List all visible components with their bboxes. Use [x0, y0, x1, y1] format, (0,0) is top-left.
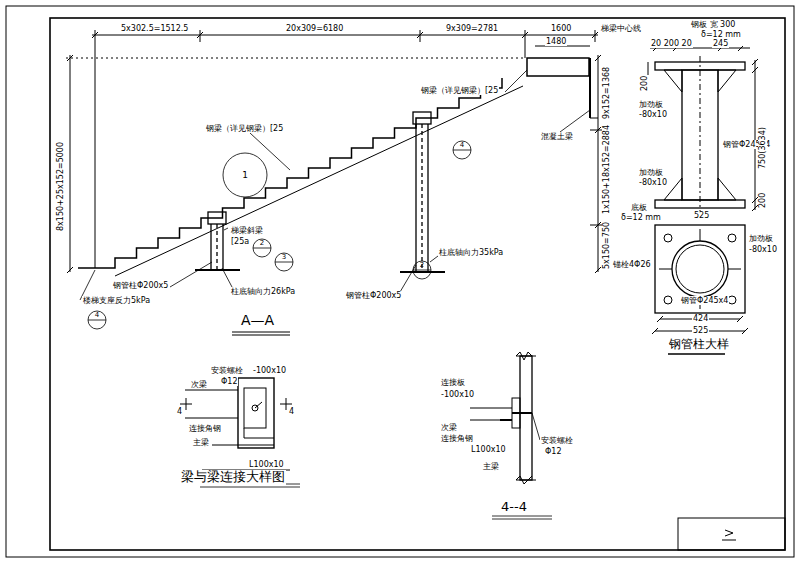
detail-title: 梁与梁连接大样图: [180, 470, 286, 485]
plate-label: 钢板 宽 300: [690, 20, 736, 29]
right-dimension: [590, 55, 602, 273]
member-label: 主梁: [482, 462, 500, 471]
dimension: 750(3634): [758, 126, 767, 170]
callout-number: 2: [259, 239, 265, 247]
load-note: 楼梯支座反力5kPa: [82, 296, 151, 305]
load-note: 柱底轴向力26kPa: [230, 287, 296, 296]
dimension: 200: [758, 192, 767, 209]
member-label: 主梁: [192, 438, 210, 447]
callout-number: 2: [419, 261, 425, 269]
member-label: 钢管柱Φ200x5: [345, 291, 402, 300]
dimension: -80x10: [638, 178, 668, 187]
member-label: 混凝土梁: [540, 132, 574, 141]
dimension: 20x309=6180: [285, 24, 344, 33]
dimension: 5x150=750: [602, 221, 611, 270]
dimension: 9x152=1368: [602, 66, 611, 120]
dimension: -80x10: [638, 110, 668, 119]
dimension: Φ12: [544, 447, 562, 456]
dimension: δ=12 mm: [700, 30, 742, 39]
member-label: 加劲板: [748, 234, 774, 243]
support-wall: [589, 58, 591, 118]
member-label: 梯梁斜梁: [230, 226, 264, 235]
left-dimension: [66, 55, 525, 273]
member-label: 钢管柱Φ200x5: [112, 281, 169, 290]
section-title: A—A: [240, 312, 275, 328]
section-title: 4--4: [500, 500, 528, 515]
load-note: 柱底轴向力35kPa: [438, 248, 504, 257]
dimension: 5x302.5=1512.5: [120, 24, 189, 33]
dimension: 1x150+18x152=2884: [602, 124, 611, 215]
member-label: 连接板: [440, 378, 466, 387]
dimension: 200: [640, 75, 649, 92]
member-label: 连接角钢: [440, 434, 474, 443]
member-label: 锚栓4Φ26: [612, 260, 652, 269]
title-mark: [722, 530, 736, 540]
dimension: 1600: [550, 24, 572, 33]
landing-beam: [527, 58, 589, 76]
dimension: 8x150+25x152=5000: [56, 141, 65, 232]
dimension: 245: [712, 39, 729, 48]
dimension: 525: [693, 211, 710, 220]
detail-title: 钢管柱大样: [668, 338, 730, 352]
member-label: 次梁: [190, 380, 208, 389]
stair-profile: [78, 78, 502, 268]
callout-number: 1: [241, 170, 249, 180]
member-label: 安装螺栓: [540, 436, 574, 445]
dimension: -80x10: [748, 245, 778, 254]
dimension: 424: [692, 314, 709, 323]
stair-stringer: [115, 86, 523, 276]
inner-frame: [50, 18, 785, 550]
dimension: 20 200 20: [650, 39, 693, 48]
callout-number: 4: [94, 311, 100, 319]
member-label: 安装螺栓: [210, 366, 244, 375]
member-label: 底板: [630, 203, 648, 212]
member-label: 连接角钢: [188, 424, 222, 433]
title-block: [678, 518, 785, 550]
top-dimension: [92, 30, 598, 268]
steel-column: [195, 112, 445, 272]
section-mark: 4: [176, 407, 183, 416]
member-label: 加劲板: [638, 100, 664, 109]
member-label: 钢管Φ245x4: [680, 296, 729, 305]
dimension: 9x309=2781: [445, 24, 499, 33]
member-label: 加劲板: [638, 168, 664, 177]
member-label: 钢梁（详见钢梁）[25: [205, 124, 284, 133]
dimension: 1480: [545, 37, 567, 46]
dimension: δ=12 mm: [620, 213, 662, 222]
section-mark: 4: [288, 407, 295, 416]
member-label: 钢梁（详见钢梁）[25: [420, 86, 499, 95]
axis-label: 梯梁中心线: [600, 24, 642, 33]
dimension: -100x10: [252, 366, 287, 375]
dimension: -100x10: [440, 390, 475, 399]
title-underline: [232, 332, 290, 335]
dimension: 525: [692, 326, 709, 335]
support-wall: [590, 118, 598, 119]
dimension: Φ12: [220, 377, 238, 386]
member-label: [25a: [230, 237, 250, 246]
member-label: 次梁: [440, 423, 458, 432]
beam-connection-detail: [180, 378, 300, 487]
dimension: L100x10: [248, 460, 285, 469]
outer-frame: [6, 6, 794, 557]
callout-number: 4: [459, 141, 465, 149]
callout-number: 3: [281, 253, 287, 261]
dimension: L100x10: [470, 445, 507, 454]
leader-lines: [80, 70, 590, 300]
column-detail: [648, 46, 758, 354]
